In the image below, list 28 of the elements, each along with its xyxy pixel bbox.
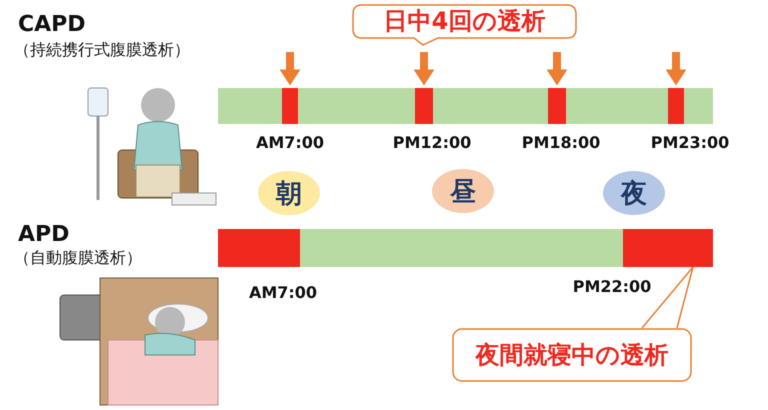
- section-heading: CAPD: [18, 12, 86, 37]
- arrow: [414, 52, 434, 86]
- section-subtitle: （持続携行式腹膜透析）: [14, 40, 190, 61]
- timeline-bar: [218, 229, 713, 267]
- dialysis-segment: [218, 229, 300, 267]
- dialysis-segment: [282, 88, 298, 124]
- time-label: PM22:00: [572, 277, 652, 296]
- time-label: PM18:00: [522, 133, 600, 152]
- arrow: [666, 52, 686, 86]
- dialysis-segment: [668, 88, 684, 124]
- arrow: [280, 52, 300, 86]
- callout-bubble: 日中4回の透析: [352, 4, 577, 46]
- callout-tail: [641, 266, 694, 329]
- time-of-day-ellipse: 夜: [603, 171, 665, 215]
- time-of-day-ellipse: 昼: [432, 169, 494, 213]
- time-of-day-ellipse: 朝: [258, 171, 320, 215]
- section-subtitle: （自動腹膜透析）: [14, 248, 142, 269]
- dialysis-segment: [548, 88, 566, 124]
- callout-bubble: 夜間就寝中の透析: [452, 328, 692, 382]
- arrow: [546, 52, 568, 86]
- section-heading: APD: [18, 222, 70, 247]
- timeline-bar: [218, 88, 713, 124]
- time-label: AM7:00: [256, 133, 324, 152]
- time-label: PM12:00: [392, 133, 472, 152]
- time-label: PM23:00: [650, 133, 730, 152]
- dialysis-segment: [623, 229, 713, 267]
- dialysis-segment: [415, 88, 433, 124]
- time-label: AM7:00: [248, 283, 318, 302]
